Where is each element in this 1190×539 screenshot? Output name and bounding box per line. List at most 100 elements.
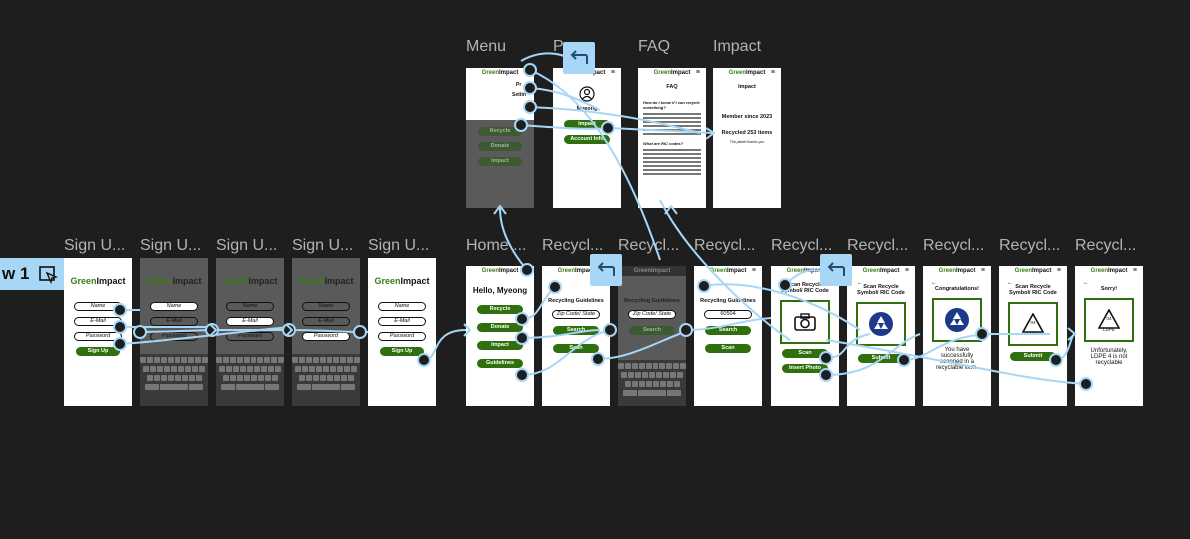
- frame-label-recycle-5[interactable]: Recycl...: [847, 237, 909, 254]
- hamburger-icon[interactable]: ≡: [751, 267, 756, 274]
- keyboard[interactable]: [216, 354, 284, 406]
- signup-frame-4[interactable]: GreenImpact Name E-Mail Password: [292, 258, 360, 406]
- frame-label-impact[interactable]: Impact: [713, 38, 762, 55]
- hamburger-icon[interactable]: ≡: [523, 267, 528, 274]
- frame-label-signup-5[interactable]: Sign U...: [368, 237, 430, 254]
- hamburger-icon[interactable]: ≡: [1056, 267, 1061, 274]
- hamburger-icon[interactable]: ≡: [1132, 267, 1137, 274]
- back-arrow-icon[interactable]: ←: [857, 280, 863, 286]
- keyboard[interactable]: [292, 354, 360, 406]
- submit-button[interactable]: Submit: [858, 354, 904, 363]
- frame-label-recycle-2[interactable]: Recycl...: [618, 237, 680, 254]
- profile-account-button[interactable]: Account Info: [564, 135, 610, 144]
- signup-frame-3[interactable]: GreenImpact Name E-Mail Password: [216, 258, 284, 406]
- signup-button[interactable]: Sign Up: [380, 347, 424, 356]
- home-impact-button[interactable]: Impact: [477, 341, 523, 350]
- home-recycle-button[interactable]: Recycle: [477, 305, 523, 314]
- zip-input[interactable]: Zip Code/ State: [628, 310, 676, 319]
- name-field[interactable]: Name: [74, 302, 122, 311]
- signup-frame-2[interactable]: GreenImpact Name E-Mail Password: [140, 258, 208, 406]
- hamburger-icon[interactable]: ≡: [610, 69, 615, 76]
- flow-starting-point-label[interactable]: w 1: [0, 258, 66, 290]
- password-field[interactable]: Password: [302, 332, 350, 341]
- password-field[interactable]: Password: [74, 332, 122, 341]
- frame-label-home[interactable]: Home ...: [466, 237, 527, 254]
- email-field[interactable]: E-Mail: [226, 317, 274, 326]
- password-field[interactable]: Password: [378, 332, 426, 341]
- frame-label-signup-1[interactable]: Sign U...: [64, 237, 126, 254]
- profile-impact-button[interactable]: Impact: [564, 120, 610, 129]
- frame-label-menu[interactable]: Menu: [466, 38, 507, 55]
- back-action-badge[interactable]: [590, 254, 622, 286]
- email-field[interactable]: E-Mail: [74, 317, 122, 326]
- scan-button[interactable]: Scan: [705, 344, 751, 353]
- keyboard[interactable]: [618, 360, 686, 406]
- name-field[interactable]: Name: [302, 302, 350, 311]
- frame-label-recycle-4[interactable]: Recycl...: [771, 237, 833, 254]
- menu-donate-button[interactable]: Donate: [478, 142, 522, 151]
- frame-label-signup-4[interactable]: Sign U...: [292, 237, 354, 254]
- menu-recycle-button[interactable]: Recycle: [478, 127, 522, 136]
- hamburger-icon[interactable]: ≡: [904, 267, 909, 274]
- frame-label-recycle-1[interactable]: Recycl...: [542, 237, 604, 254]
- recycle-frame-4[interactable]: GreenImpact≡ Scan Recycle Symbol/ RIC Co…: [771, 266, 839, 406]
- back-arrow-icon[interactable]: ←: [931, 280, 937, 286]
- frame-label-recycle-6[interactable]: Recycl...: [923, 237, 985, 254]
- email-field[interactable]: E-Mail: [150, 317, 198, 326]
- password-field[interactable]: Password: [150, 332, 198, 341]
- search-button[interactable]: Search: [705, 326, 751, 335]
- signup-button[interactable]: Sign Up: [76, 347, 120, 356]
- scan-button[interactable]: Scan: [553, 344, 599, 353]
- menu-top-item-profile[interactable]: Pr: [516, 82, 522, 88]
- hamburger-icon[interactable]: ≡: [770, 69, 775, 76]
- back-arrow-icon[interactable]: ←: [1007, 280, 1013, 286]
- scan-button[interactable]: Scan: [782, 349, 828, 358]
- frame-label-signup-3[interactable]: Sign U...: [216, 237, 278, 254]
- search-button[interactable]: Search: [553, 326, 599, 335]
- keyboard[interactable]: [140, 354, 208, 406]
- email-field[interactable]: E-Mail: [302, 317, 350, 326]
- name-field[interactable]: Name: [378, 302, 426, 311]
- name-field[interactable]: Name: [150, 302, 198, 311]
- recycle-frame-1[interactable]: GreenImpact≡ Recycling Guidelines Zip Co…: [542, 266, 610, 406]
- frame-label-recycle-7[interactable]: Recycl...: [999, 237, 1061, 254]
- profile-frame[interactable]: GreenImpact≡ Myeong Impact Account Info: [553, 68, 621, 208]
- email-field[interactable]: E-Mail: [378, 317, 426, 326]
- search-button[interactable]: Search: [629, 326, 675, 335]
- camera-box[interactable]: [780, 300, 830, 344]
- hamburger-icon[interactable]: ≡: [695, 69, 700, 76]
- password-field[interactable]: Password: [226, 332, 274, 341]
- home-donate-button[interactable]: Donate: [477, 323, 523, 332]
- frame-label-faq[interactable]: FAQ: [638, 38, 671, 55]
- frame-label-recycle-3[interactable]: Recycl...: [694, 237, 756, 254]
- insert-photo-button[interactable]: Insert Photo: [782, 364, 828, 373]
- signup-frame-5[interactable]: GreenImpact Name E-Mail Password Sign Up: [368, 258, 436, 406]
- back-action-badge[interactable]: [563, 42, 595, 74]
- zip-input[interactable]: Zip Code/ State: [552, 310, 600, 319]
- menu-top-item-settings[interactable]: Settin: [512, 92, 526, 98]
- hamburger-icon[interactable]: ≡: [523, 69, 528, 76]
- menu-impact-button[interactable]: Impact: [478, 157, 522, 166]
- hamburger-icon[interactable]: ≡: [980, 267, 985, 274]
- back-arrow-icon[interactable]: ←: [1083, 280, 1089, 286]
- zip-input[interactable]: 60504: [704, 310, 752, 319]
- signup-frame-1[interactable]: GreenImpact Name E-Mail Password Sign Up: [64, 258, 132, 406]
- name-field[interactable]: Name: [226, 302, 274, 311]
- frame-label-signup-2[interactable]: Sign U...: [140, 237, 202, 254]
- faq-question-2: What are RIC codes?: [643, 141, 684, 146]
- submit-button[interactable]: Submit: [1010, 352, 1056, 361]
- back-action-badge[interactable]: [820, 254, 852, 286]
- home-guidelines-button[interactable]: Guidelines: [477, 359, 523, 368]
- frame-label-recycle-8[interactable]: Recycl...: [1075, 237, 1137, 254]
